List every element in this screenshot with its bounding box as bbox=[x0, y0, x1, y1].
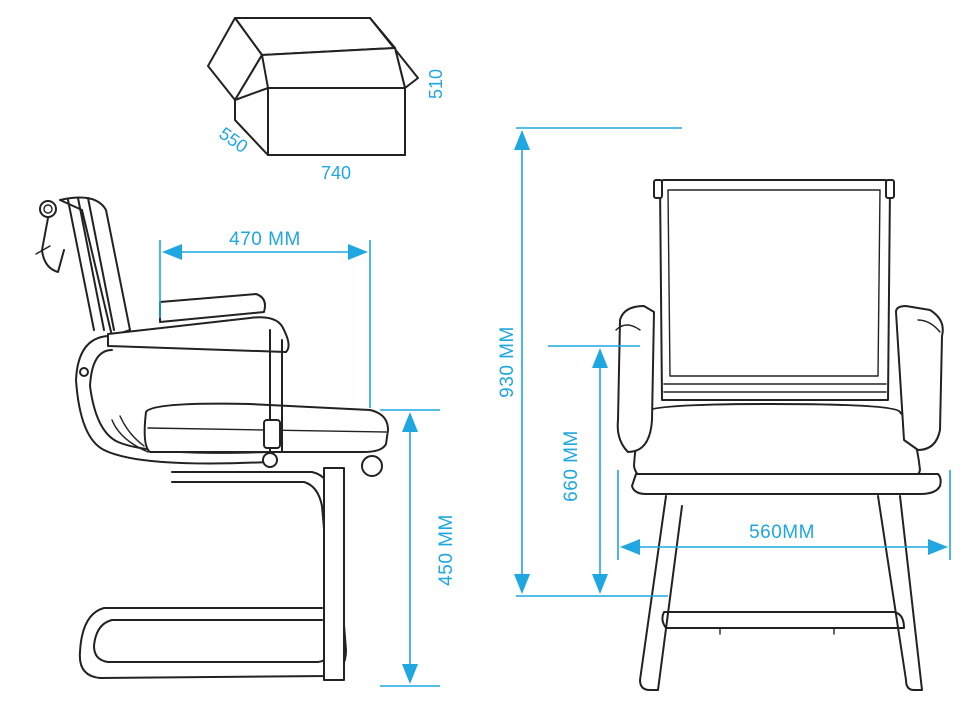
front-width-label: 560MM bbox=[749, 522, 815, 543]
side-arm-depth-label: 470 MM bbox=[229, 229, 301, 250]
box-width-label: 740 bbox=[321, 163, 351, 183]
front-arm-height-dimension bbox=[548, 345, 640, 594]
chair-front-view bbox=[615, 179, 944, 691]
shipping-box-illustration bbox=[207, 17, 419, 156]
front-width-dimension bbox=[617, 470, 951, 560]
side-seat-height-dimension bbox=[380, 409, 440, 687]
side-arm-depth-dimension bbox=[159, 240, 371, 408]
front-arm-height-label: 660 MM bbox=[561, 430, 582, 502]
chair-side-view bbox=[35, 196, 389, 681]
front-total-height-dimension bbox=[514, 127, 682, 597]
front-total-height-label: 930 MM bbox=[497, 326, 518, 398]
box-height-label: 510 bbox=[426, 69, 446, 99]
side-seat-height-label: 450 MM bbox=[436, 514, 457, 586]
